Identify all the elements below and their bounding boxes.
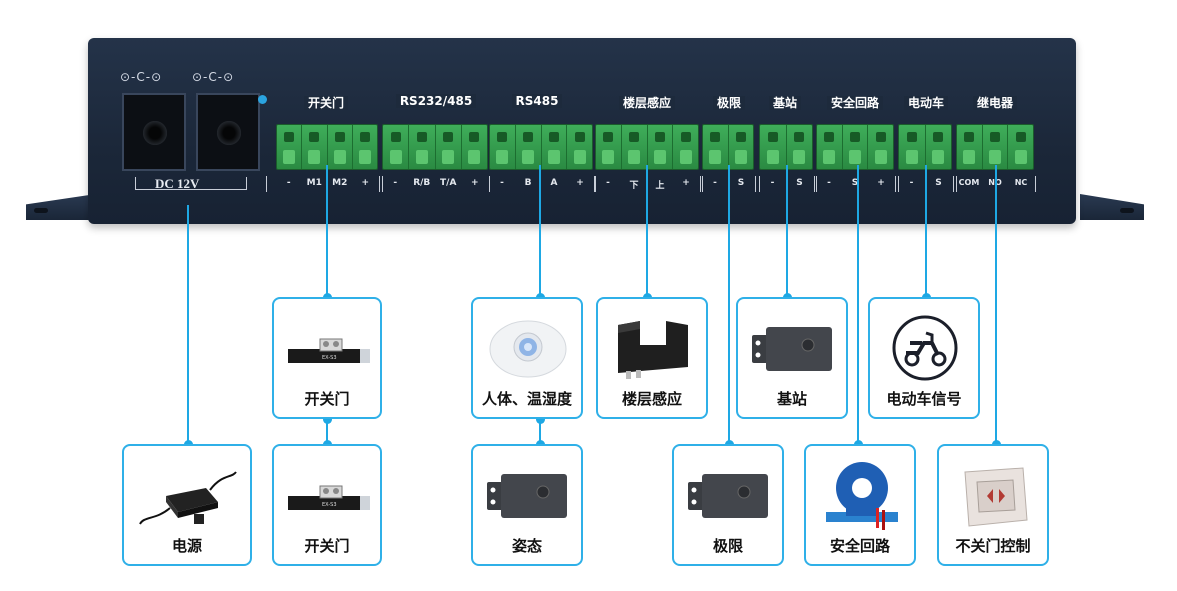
group-label-rs485: RS485 [491, 93, 583, 115]
group-label-relay: 继电器 [958, 93, 1032, 115]
pin-bracket-safety [816, 176, 896, 192]
current-sensor-icon [826, 462, 898, 530]
power-adapter-icon [139, 471, 237, 525]
card-caption: 极限 [712, 537, 743, 555]
card-ebike: 电动车信号 [868, 297, 980, 419]
terminal-block-rs232 [382, 124, 488, 170]
wire-limit [728, 165, 730, 445]
posture-sensor-icon [487, 474, 567, 518]
group-label-rs232: RS232/485 [384, 93, 488, 115]
card-caption: 基站 [776, 390, 807, 408]
status-led-icon [258, 95, 267, 104]
group-label-door: 开关门 [277, 93, 375, 115]
pin-bracket-relay [956, 176, 1036, 192]
group-label-safety: 安全回路 [818, 93, 892, 115]
pin-labels-ebike: -S [909, 178, 942, 188]
wire-rs485 [539, 165, 541, 297]
dc-voltage-label: DC 12V [155, 176, 200, 191]
dc-bracket [135, 177, 247, 190]
group-label-base: 基站 [760, 93, 810, 115]
card-base: 基站 [736, 297, 848, 419]
base-sensor-icon [752, 327, 832, 371]
wire-dot-door2a [323, 415, 332, 424]
dc-jack-2 [196, 93, 260, 171]
pin-bracket-rs485 [489, 176, 595, 192]
wire-floor [646, 165, 648, 297]
card-caption: 人体、温湿度 [481, 390, 572, 408]
card-limit: 极限 [672, 444, 784, 566]
group-label-ebike: 电动车 [900, 93, 952, 115]
wire-relay [995, 165, 997, 445]
dc-jack-1 [122, 93, 186, 171]
card-caption: 不关门控制 [955, 537, 1031, 555]
terminal-block-ebike [898, 124, 952, 170]
pin-bracket-ebike [898, 176, 954, 192]
card-caption: 安全回路 [829, 537, 890, 555]
mount-flange-left [26, 194, 96, 220]
ebike-icon [892, 315, 958, 381]
card-posture: 姿态 [471, 444, 583, 566]
pin-labels-floor: -下上+ [606, 178, 690, 191]
wire-dot-posture-a [536, 415, 545, 424]
pin-bracket-floor [595, 176, 701, 192]
card-safety: 安全回路 [804, 444, 916, 566]
mount-flange-right [1080, 194, 1144, 220]
floor-sensor-icon [618, 321, 688, 379]
card-caption: 开关门 [304, 537, 350, 555]
card-caption: 姿态 [511, 537, 542, 555]
door-sensor-icon: EX-S3 [288, 338, 370, 363]
terminal-block-limit [702, 124, 754, 170]
card-caption: 开关门 [304, 390, 350, 408]
card-door-1: EX-S3 开关门 [272, 297, 382, 419]
door-sensor-icon: EX-S3 [288, 485, 370, 510]
pin-labels-safety: -S+ [827, 178, 885, 188]
card-door-2: EX-S3 开关门 [272, 444, 382, 566]
wire-posture [539, 417, 541, 445]
dc-polarity-symbol-1: ⊙-C-⊙ [120, 70, 163, 84]
card-caption: 电源 [171, 537, 202, 555]
group-label-limit: 极限 [704, 93, 754, 115]
card-caption: 电动车信号 [886, 390, 962, 408]
dc-polarity-symbol-2: ⊙-C-⊙ [192, 70, 235, 84]
terminal-block-door [276, 124, 378, 170]
svg-text:EX-S3: EX-S3 [322, 355, 337, 361]
pin-bracket-limit [702, 176, 756, 192]
human-sensor-icon [489, 320, 567, 378]
card-human: 人体、温湿度 [471, 297, 583, 419]
wire-power [187, 205, 189, 445]
terminal-block-relay [956, 124, 1034, 170]
group-label-floor: 楼层感应 [597, 93, 697, 115]
wire-base [786, 165, 788, 297]
wire-ebike [925, 165, 927, 297]
terminal-block-safety [816, 124, 894, 170]
svg-text:EX-S3: EX-S3 [322, 502, 337, 508]
terminal-block-rs485 [489, 124, 593, 170]
terminal-block-base [759, 124, 813, 170]
card-power: 电源 [122, 444, 252, 566]
card-relay: 不关门控制 [937, 444, 1049, 566]
wire-safety [857, 165, 859, 445]
pin-bracket-base [759, 176, 815, 192]
card-caption: 楼层感应 [621, 390, 682, 408]
door-button-icon [964, 467, 1028, 527]
pin-bracket-door [266, 176, 380, 192]
wire-door [326, 165, 328, 297]
pin-labels-limit: -S [713, 178, 745, 188]
card-floor: 楼层感应 [596, 297, 708, 419]
wire-door2 [326, 417, 328, 445]
limit-sensor-icon [688, 474, 768, 518]
pin-labels-base: -S [770, 178, 803, 188]
terminal-block-floor [595, 124, 699, 170]
